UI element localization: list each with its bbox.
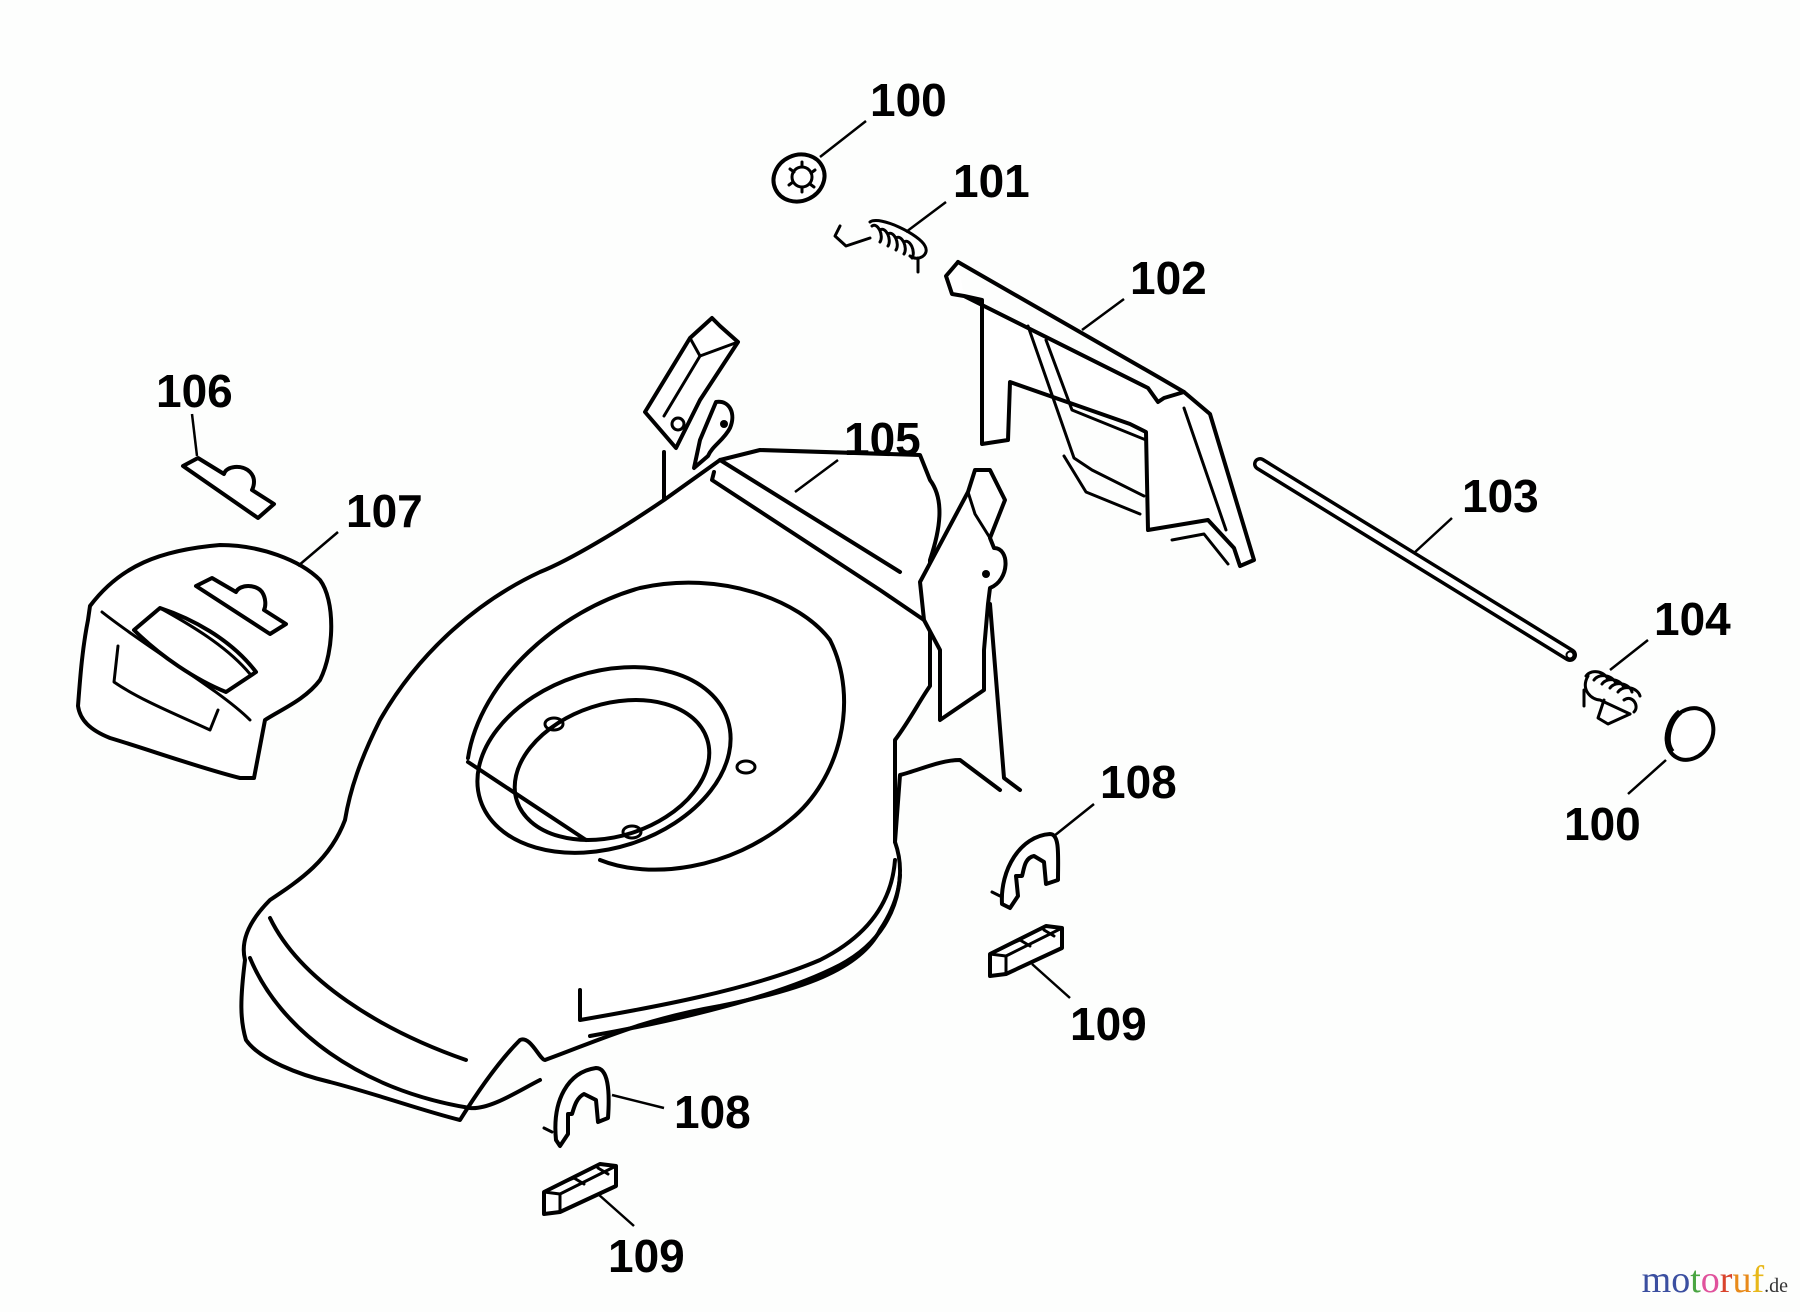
leader-108-right [1053, 803, 1095, 837]
leader-102 [1081, 297, 1125, 332]
part-101-spring-left[interactable] [833, 219, 928, 274]
label-109-bottom[interactable]: 109 [608, 1230, 685, 1282]
leader-108-bottom [611, 1093, 665, 1110]
leader-100-bottom [1627, 759, 1667, 795]
leader-101 [905, 201, 947, 233]
logo-letter: r [1719, 1259, 1733, 1301]
logo-letter: o [1671, 1259, 1691, 1301]
label-102[interactable]: 102 [1130, 252, 1207, 304]
leader-107 [297, 531, 339, 567]
part-108-clip-right[interactable] [990, 832, 1061, 910]
leader-105 [794, 458, 839, 494]
leader-109-right [1031, 963, 1071, 999]
logo-letter: o [1700, 1259, 1720, 1301]
leader-104 [1609, 639, 1649, 671]
label-109-right[interactable]: 109 [1070, 998, 1147, 1050]
leader-100-top [819, 120, 867, 158]
label-103[interactable]: 103 [1462, 470, 1539, 522]
leader-106 [190, 413, 199, 457]
part-100-cap-right[interactable] [1657, 700, 1722, 769]
part-108-clip-bottom[interactable] [542, 1066, 611, 1148]
logo-letter: t [1690, 1259, 1701, 1301]
label-107[interactable]: 107 [346, 485, 423, 537]
label-100-top[interactable]: 100 [870, 74, 947, 126]
part-102-rear-flap[interactable] [944, 260, 1256, 568]
label-100-bottom[interactable]: 100 [1564, 798, 1641, 850]
logo-letter: f [1751, 1259, 1765, 1301]
label-108-bottom[interactable]: 108 [674, 1086, 751, 1138]
leader-103 [1413, 517, 1453, 554]
part-109-insert-right[interactable] [988, 924, 1064, 978]
motoruf-watermark-logo: motoruf.de [1642, 1258, 1788, 1302]
part-109-insert-bottom[interactable] [542, 1162, 618, 1216]
logo-letter: u [1732, 1259, 1752, 1301]
part-104-spring-right[interactable] [1582, 670, 1642, 726]
label-101[interactable]: 101 [953, 155, 1030, 207]
part-106-clip[interactable] [181, 456, 276, 520]
label-105[interactable]: 105 [844, 413, 921, 465]
label-108-right[interactable]: 108 [1100, 756, 1177, 808]
logo-letter: m [1641, 1259, 1672, 1301]
part-105-deck-housing[interactable] [239, 316, 1022, 1122]
part-100-washer-top[interactable] [766, 146, 833, 210]
part-107-front-cover[interactable] [76, 543, 334, 780]
part-103-axle-rod[interactable] [1253, 457, 1577, 662]
logo-tld: .de [1764, 1275, 1788, 1297]
label-104[interactable]: 104 [1654, 593, 1731, 645]
leader-109-bottom [597, 1193, 635, 1227]
label-106[interactable]: 106 [156, 365, 233, 417]
